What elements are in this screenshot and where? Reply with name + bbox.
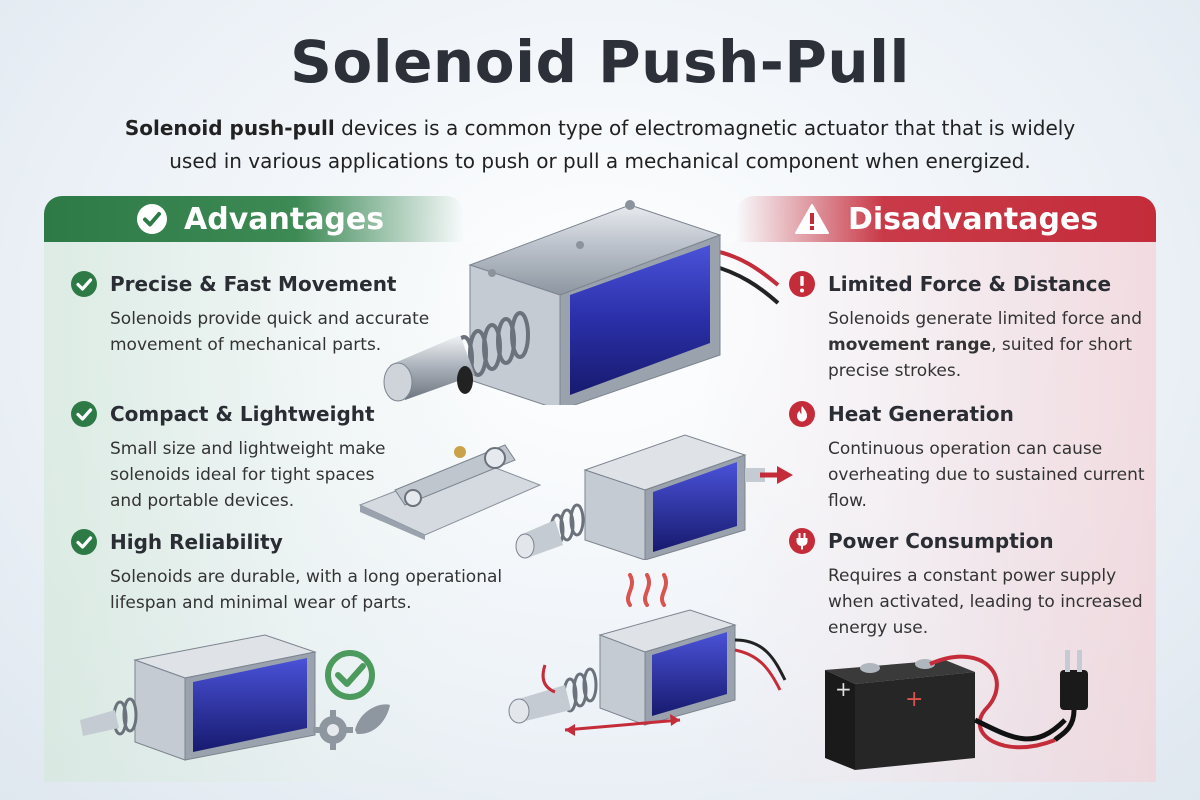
disadvantages-heading: Disadvantages <box>848 201 1099 237</box>
flame-icon <box>788 400 816 428</box>
page-subtitle: Solenoid push-pull devices is a common t… <box>100 112 1100 178</box>
disadvantage-title: Heat Generation <box>828 402 1014 426</box>
solenoid-large-illustration <box>383 200 780 405</box>
solenoid-heat-illustration <box>508 573 787 736</box>
leaf-icon <box>355 704 390 735</box>
warning-triangle-icon <box>794 203 830 235</box>
advantages-header: Advantages <box>44 196 464 242</box>
disadvantage-item: Limited Force & Distance Solenoids gener… <box>788 270 1148 384</box>
disadvantage-title: Power Consumption <box>828 529 1054 553</box>
subtitle-bold: Solenoid push-pull <box>124 116 335 140</box>
advantage-title: Precise & Fast Movement <box>110 272 397 296</box>
check-circle-icon <box>70 270 98 298</box>
disadvantage-text: Continuous operation can cause overheati… <box>828 439 1145 511</box>
check-circle-icon <box>70 528 98 556</box>
check-circle-icon <box>70 400 98 428</box>
solenoid-medium-illustration <box>515 434 793 560</box>
battery-plus-label: + <box>835 677 852 701</box>
advantage-item: Compact & Lightweight Small size and lig… <box>70 400 410 514</box>
advantages-heading: Advantages <box>184 201 385 237</box>
disadvantage-item: Heat Generation Continuous operation can… <box>788 400 1148 514</box>
subtitle-text: devices is a common type of electromagne… <box>169 116 1076 173</box>
gear-icon <box>313 710 353 750</box>
advantage-title: Compact & Lightweight <box>110 402 375 426</box>
plug-icon <box>788 527 816 555</box>
disadvantage-text: Solenoids generate limited force and mov… <box>828 309 1142 381</box>
advantage-text: Small size and lightweight make solenoid… <box>110 439 386 511</box>
plug-icon <box>1053 650 1088 742</box>
battery-illustration: + + <box>825 650 1088 770</box>
check-circle-icon <box>325 650 375 700</box>
exclamation-circle-icon <box>788 270 816 298</box>
page-title: Solenoid Push-Pull <box>290 28 910 96</box>
battery-red-label: + <box>905 687 923 712</box>
linkage-illustration <box>358 444 542 540</box>
solenoid-reliability-illustration <box>80 634 390 761</box>
disadvantage-item: Power Consumption Requires a constant po… <box>788 527 1148 641</box>
disadvantages-header: Disadvantages <box>736 196 1156 242</box>
disadvantage-text: Requires a constant power supply when ac… <box>828 566 1143 638</box>
advantage-item: High Reliability Solenoids are durable, … <box>70 528 550 616</box>
advantage-item: Precise & Fast Movement Solenoids provid… <box>70 270 440 358</box>
advantage-title: High Reliability <box>110 530 283 554</box>
disadvantage-title: Limited Force & Distance <box>828 272 1112 296</box>
heat-waves-icon <box>626 573 668 607</box>
advantage-text: Solenoids provide quick and accurate mov… <box>110 309 430 355</box>
advantage-text: Solenoids are durable, with a long opera… <box>110 567 503 613</box>
check-circle-icon <box>136 203 168 235</box>
